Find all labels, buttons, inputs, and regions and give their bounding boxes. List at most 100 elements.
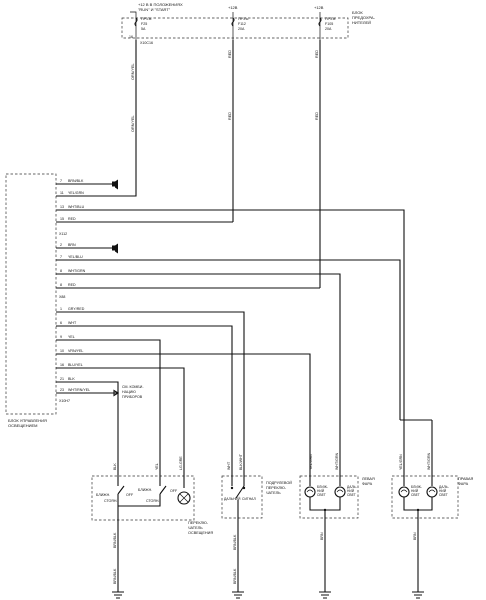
fuse-box-title: БЛОК xyxy=(352,10,363,15)
pin-row: 11 YEL/GRN xyxy=(56,191,137,197)
pin-number: 2 xyxy=(60,243,62,247)
pin-wire-color: WHT/BLU xyxy=(68,205,85,209)
ground-icon xyxy=(319,591,331,599)
pin-wire xyxy=(56,339,161,458)
wire-label: WHT xyxy=(227,461,231,470)
pin-row: 15 RED xyxy=(56,217,233,223)
right-headlamp-outline xyxy=(391,475,459,519)
lamp-feed-wire xyxy=(400,419,433,486)
wire-label: RED xyxy=(315,50,319,58)
high-beam-lamp-icon xyxy=(426,486,438,498)
fuse-header: ПР-Ль xyxy=(141,17,152,21)
pin-row: 1 GRY/RED xyxy=(56,307,245,458)
connector-label: X88 xyxy=(59,295,65,299)
pin-wire xyxy=(56,259,401,420)
dimmer-switch: WHT BLK/WHT ДАЛЬНИЙ СИГНАЛ ПОДРУЛЕВОЙ ПЕ… xyxy=(221,453,292,599)
pin-row: 7 YEL/BLU xyxy=(56,255,401,420)
dimmer-position-label: ДАЛЬНИЙ xyxy=(224,497,241,501)
feed-wires: ORN/YEL ORN/YEL RED RED RED RED xyxy=(131,40,321,288)
pin-wire xyxy=(56,381,119,458)
pin-wire-color: WHT xyxy=(68,321,77,325)
pin-row: 23 WHT/RN/YEL xyxy=(56,388,120,397)
fuse-box-connector: X10C16 xyxy=(140,41,153,45)
lamp-filament xyxy=(400,489,436,493)
switch-contact xyxy=(118,458,167,507)
wire-label: YEL/GRN xyxy=(309,454,313,470)
lamp-icon xyxy=(177,491,191,505)
pin-wire-color: BRN/BLK xyxy=(68,179,84,183)
pin-wire-color: RED xyxy=(68,217,76,221)
connector-label: X112 xyxy=(59,232,67,236)
fuse-box-top-label: +12 В В ПОЛОЖЕНИЯХ xyxy=(138,2,183,7)
fuse-box-title: НИТЕЛЕЙ xyxy=(352,20,371,25)
wire-label: WHT/GRN xyxy=(427,452,431,470)
lamp-label: СВЕТ xyxy=(411,493,420,497)
pin-row: 8 WHT/GRN xyxy=(56,269,341,420)
fuse-box-top-label: +12В xyxy=(314,5,324,10)
pin-row: 7 BRN/BLK xyxy=(56,179,112,185)
pin-wire xyxy=(56,273,341,420)
pin-number: 11 xyxy=(60,191,64,195)
speaker-icon xyxy=(112,179,118,190)
switch-position-label: БЛИЖН. xyxy=(96,493,110,497)
pin-wire-color: RED xyxy=(68,283,76,287)
pin-number: 8 xyxy=(60,283,62,287)
lamp-filament xyxy=(306,489,344,493)
lamp-icon-cross xyxy=(179,493,189,503)
pin-wire-color: BLU/YEL xyxy=(68,363,83,367)
pin-wire-color: WHT/RN/YEL xyxy=(68,388,90,392)
wire-label: BRN/BLK xyxy=(233,534,237,550)
wire-label: RED xyxy=(228,112,232,120)
fuse-id: F105 xyxy=(325,22,333,26)
switch-position-label: OFF xyxy=(126,493,134,497)
wire-label: ORN/YEL xyxy=(131,115,135,132)
light-switch: BLK YEL LG-GRE БЛИЖН. СТОЯН. OFF БЛИЖН. … xyxy=(91,456,213,599)
lamp-label: СВЕТ xyxy=(317,493,326,497)
fuse-symbol xyxy=(318,17,322,27)
dimmer-position-label: СИГНАЛ xyxy=(242,497,256,501)
pin-number: 16 xyxy=(60,363,64,367)
pin-wire xyxy=(56,311,245,458)
pin-row: 9 YEL xyxy=(56,335,161,458)
wire-label: YEL xyxy=(155,463,159,470)
pin-number: 23 xyxy=(60,388,64,392)
light-switch-outline xyxy=(91,475,195,521)
wire-label: YEL/GRN xyxy=(399,454,403,470)
wire-label: ORN/YEL xyxy=(131,63,135,80)
wire-label: BRN/BLK xyxy=(113,568,117,584)
wire-label: BRN/BLK xyxy=(113,532,117,548)
lamp-label: НИЙ xyxy=(317,489,325,493)
pin-wire-color: GRY/RED xyxy=(68,307,85,311)
lamp-ground-wire xyxy=(403,497,433,592)
wire-label: RED xyxy=(315,112,319,120)
lamp-ground-wire xyxy=(309,497,341,592)
lamp-feed-wire xyxy=(309,420,341,486)
lamp-label: СВЕТ xyxy=(347,493,356,497)
lamp-label: НИЙ xyxy=(347,489,355,493)
pin-wire xyxy=(56,353,311,420)
lamp-label: ДАЛЬ- xyxy=(439,485,449,489)
control-unit-title: ОСВЕЩЕНИЕМ xyxy=(8,423,38,428)
instrument-cluster-note: НАЦИЮ xyxy=(122,390,136,394)
instrument-cluster-note: ПРИБОРОВ xyxy=(122,395,143,399)
pin-row: 10 VRN/YEL xyxy=(56,349,311,420)
lamp-label: СВЕТ xyxy=(439,493,448,497)
pin-number: 8 xyxy=(60,269,62,273)
ground-icon xyxy=(112,591,124,599)
pin-number: 10 xyxy=(60,349,64,353)
splice-dot xyxy=(416,508,420,512)
dimmer-switch-title: ЧАТЕЛЬ xyxy=(266,491,281,495)
low-beam-lamp-icon xyxy=(398,486,410,498)
connector-label: X10H7 xyxy=(59,399,70,403)
switch-position-label: БЛИЖН. xyxy=(138,488,152,492)
instrument-cluster-note: СМ. КОМБИ- xyxy=(122,385,144,389)
fuse-id: F112 xyxy=(238,22,246,26)
left-headlamp-title: ЛЕВАЯ xyxy=(362,477,375,481)
light-switch-title: ОСВЕЩЕНИЯ xyxy=(188,531,213,535)
pin-row: 13 WHT/BLU xyxy=(56,205,405,420)
fuse-box-top-label: "RUN" И "START" xyxy=(138,7,171,12)
speaker-icon xyxy=(112,243,118,254)
fuse-symbol xyxy=(134,17,138,27)
pin-row: 16 BLU/YEL xyxy=(56,363,185,458)
